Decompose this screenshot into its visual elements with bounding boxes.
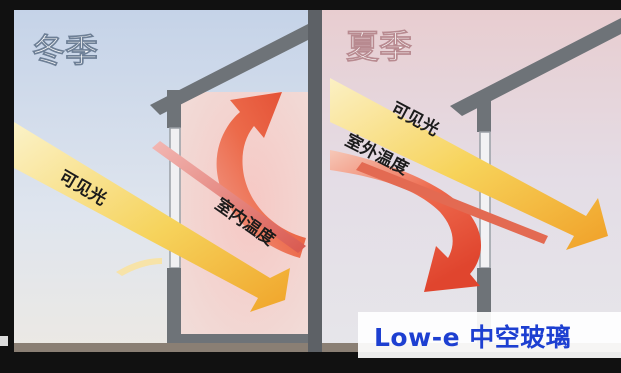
summer-wall-top	[477, 92, 491, 132]
summer-window	[479, 131, 491, 269]
winter-panel: 冬季 可见光 室内温度	[14, 10, 308, 352]
winter-floor	[167, 334, 308, 344]
winter-wall-bottom	[167, 268, 181, 344]
winter-wall-top	[167, 90, 181, 128]
summer-heat-rod	[356, 162, 548, 244]
winter-roof	[150, 24, 308, 115]
glass-type-caption: Low-e 中空玻璃	[374, 323, 572, 352]
panel-divider	[308, 10, 322, 352]
outdoor-heat-arrow	[330, 150, 481, 292]
winter-light-reflection	[116, 258, 162, 276]
caption-background	[358, 312, 621, 358]
summer-season-label: 夏季	[346, 27, 412, 66]
left-edge-mark	[0, 336, 8, 346]
summer-roof	[450, 18, 621, 116]
summer-light-arrow	[330, 78, 608, 250]
winter-light-arrow	[14, 122, 290, 312]
summer-panel: 夏季 可见光 室外温度	[322, 10, 621, 352]
winter-ground	[14, 343, 308, 352]
indoor-heat-arrow	[216, 92, 306, 258]
winter-heat-rod	[152, 141, 306, 253]
winter-season-label: 冬季	[32, 31, 98, 70]
